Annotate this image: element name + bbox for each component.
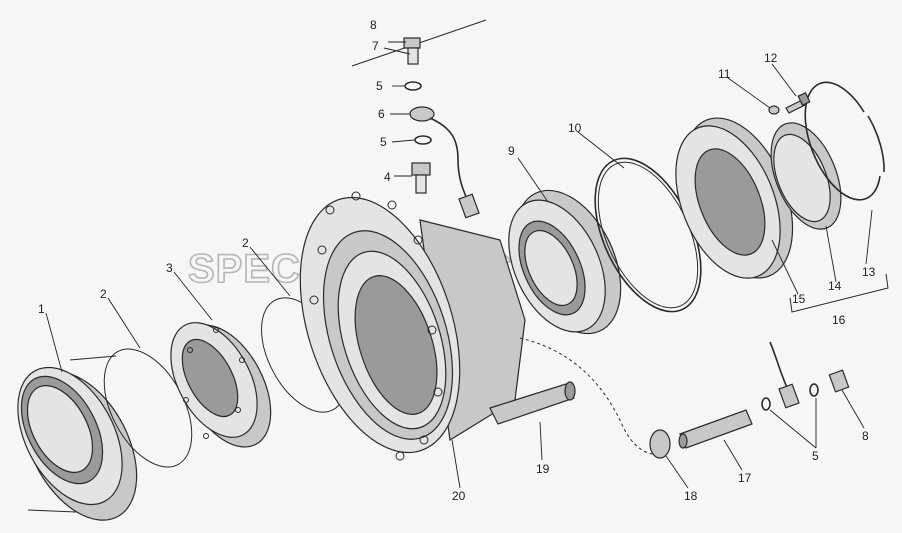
label-5-mid: 5 xyxy=(380,135,387,149)
part-6-lower-pipe xyxy=(769,341,800,409)
group-16-bracket xyxy=(789,273,889,313)
label-2-right: 2 xyxy=(242,236,249,250)
dashed-oil-route xyxy=(519,337,653,455)
part-19-stud xyxy=(489,381,576,425)
part-7-nipple xyxy=(407,47,419,65)
leader-lines xyxy=(45,41,873,489)
part-12-bolt xyxy=(785,91,811,114)
part-18-nut xyxy=(649,429,671,459)
part-8-plug-lower xyxy=(828,369,850,393)
label-8-top: 8 xyxy=(370,18,377,32)
label-2-left: 2 xyxy=(100,287,107,301)
label-14: 14 xyxy=(828,279,842,293)
label-13: 13 xyxy=(862,265,876,279)
label-18: 18 xyxy=(684,489,698,503)
label-7: 7 xyxy=(372,39,379,53)
label-4: 4 xyxy=(384,170,391,184)
part-5-washer-top xyxy=(404,81,422,91)
label-6: 6 xyxy=(378,107,385,121)
part-9-bearing xyxy=(508,189,622,335)
label-3: 3 xyxy=(166,261,173,275)
part-5-washer-lower-right xyxy=(809,383,819,397)
label-12: 12 xyxy=(764,51,778,65)
label-9: 9 xyxy=(508,144,515,158)
label-20: 20 xyxy=(452,489,466,503)
label-8-lower: 8 xyxy=(862,429,869,443)
part-1-bearing xyxy=(17,355,138,521)
part-17-shaft xyxy=(678,409,753,449)
part-11-washer xyxy=(768,105,780,115)
part-14-seal xyxy=(770,122,842,230)
part-6-oil-line xyxy=(409,106,480,219)
part-13-snap-ring xyxy=(804,81,885,201)
part-3-flange-ring xyxy=(170,322,272,448)
part-20-hub xyxy=(299,191,526,461)
label-19: 19 xyxy=(536,462,550,476)
label-10: 10 xyxy=(568,121,582,135)
part-5-washer-lower-left xyxy=(761,397,771,411)
label-16: 16 xyxy=(832,313,846,327)
part-5-washer-mid xyxy=(414,135,432,145)
label-17: 17 xyxy=(738,471,752,485)
label-15: 15 xyxy=(792,292,806,306)
label-5-top: 5 xyxy=(376,79,383,93)
label-5-lower: 5 xyxy=(812,449,819,463)
part-8-plug-top xyxy=(403,37,421,49)
part-4-banjo-bolt xyxy=(411,162,431,194)
part-15-cover xyxy=(675,117,794,279)
callout-labels: 1 2 3 2 20 9 10 15 14 13 16 11 12 8 7 5 … xyxy=(38,18,876,503)
label-11: 11 xyxy=(718,67,731,81)
label-1: 1 xyxy=(38,302,45,316)
